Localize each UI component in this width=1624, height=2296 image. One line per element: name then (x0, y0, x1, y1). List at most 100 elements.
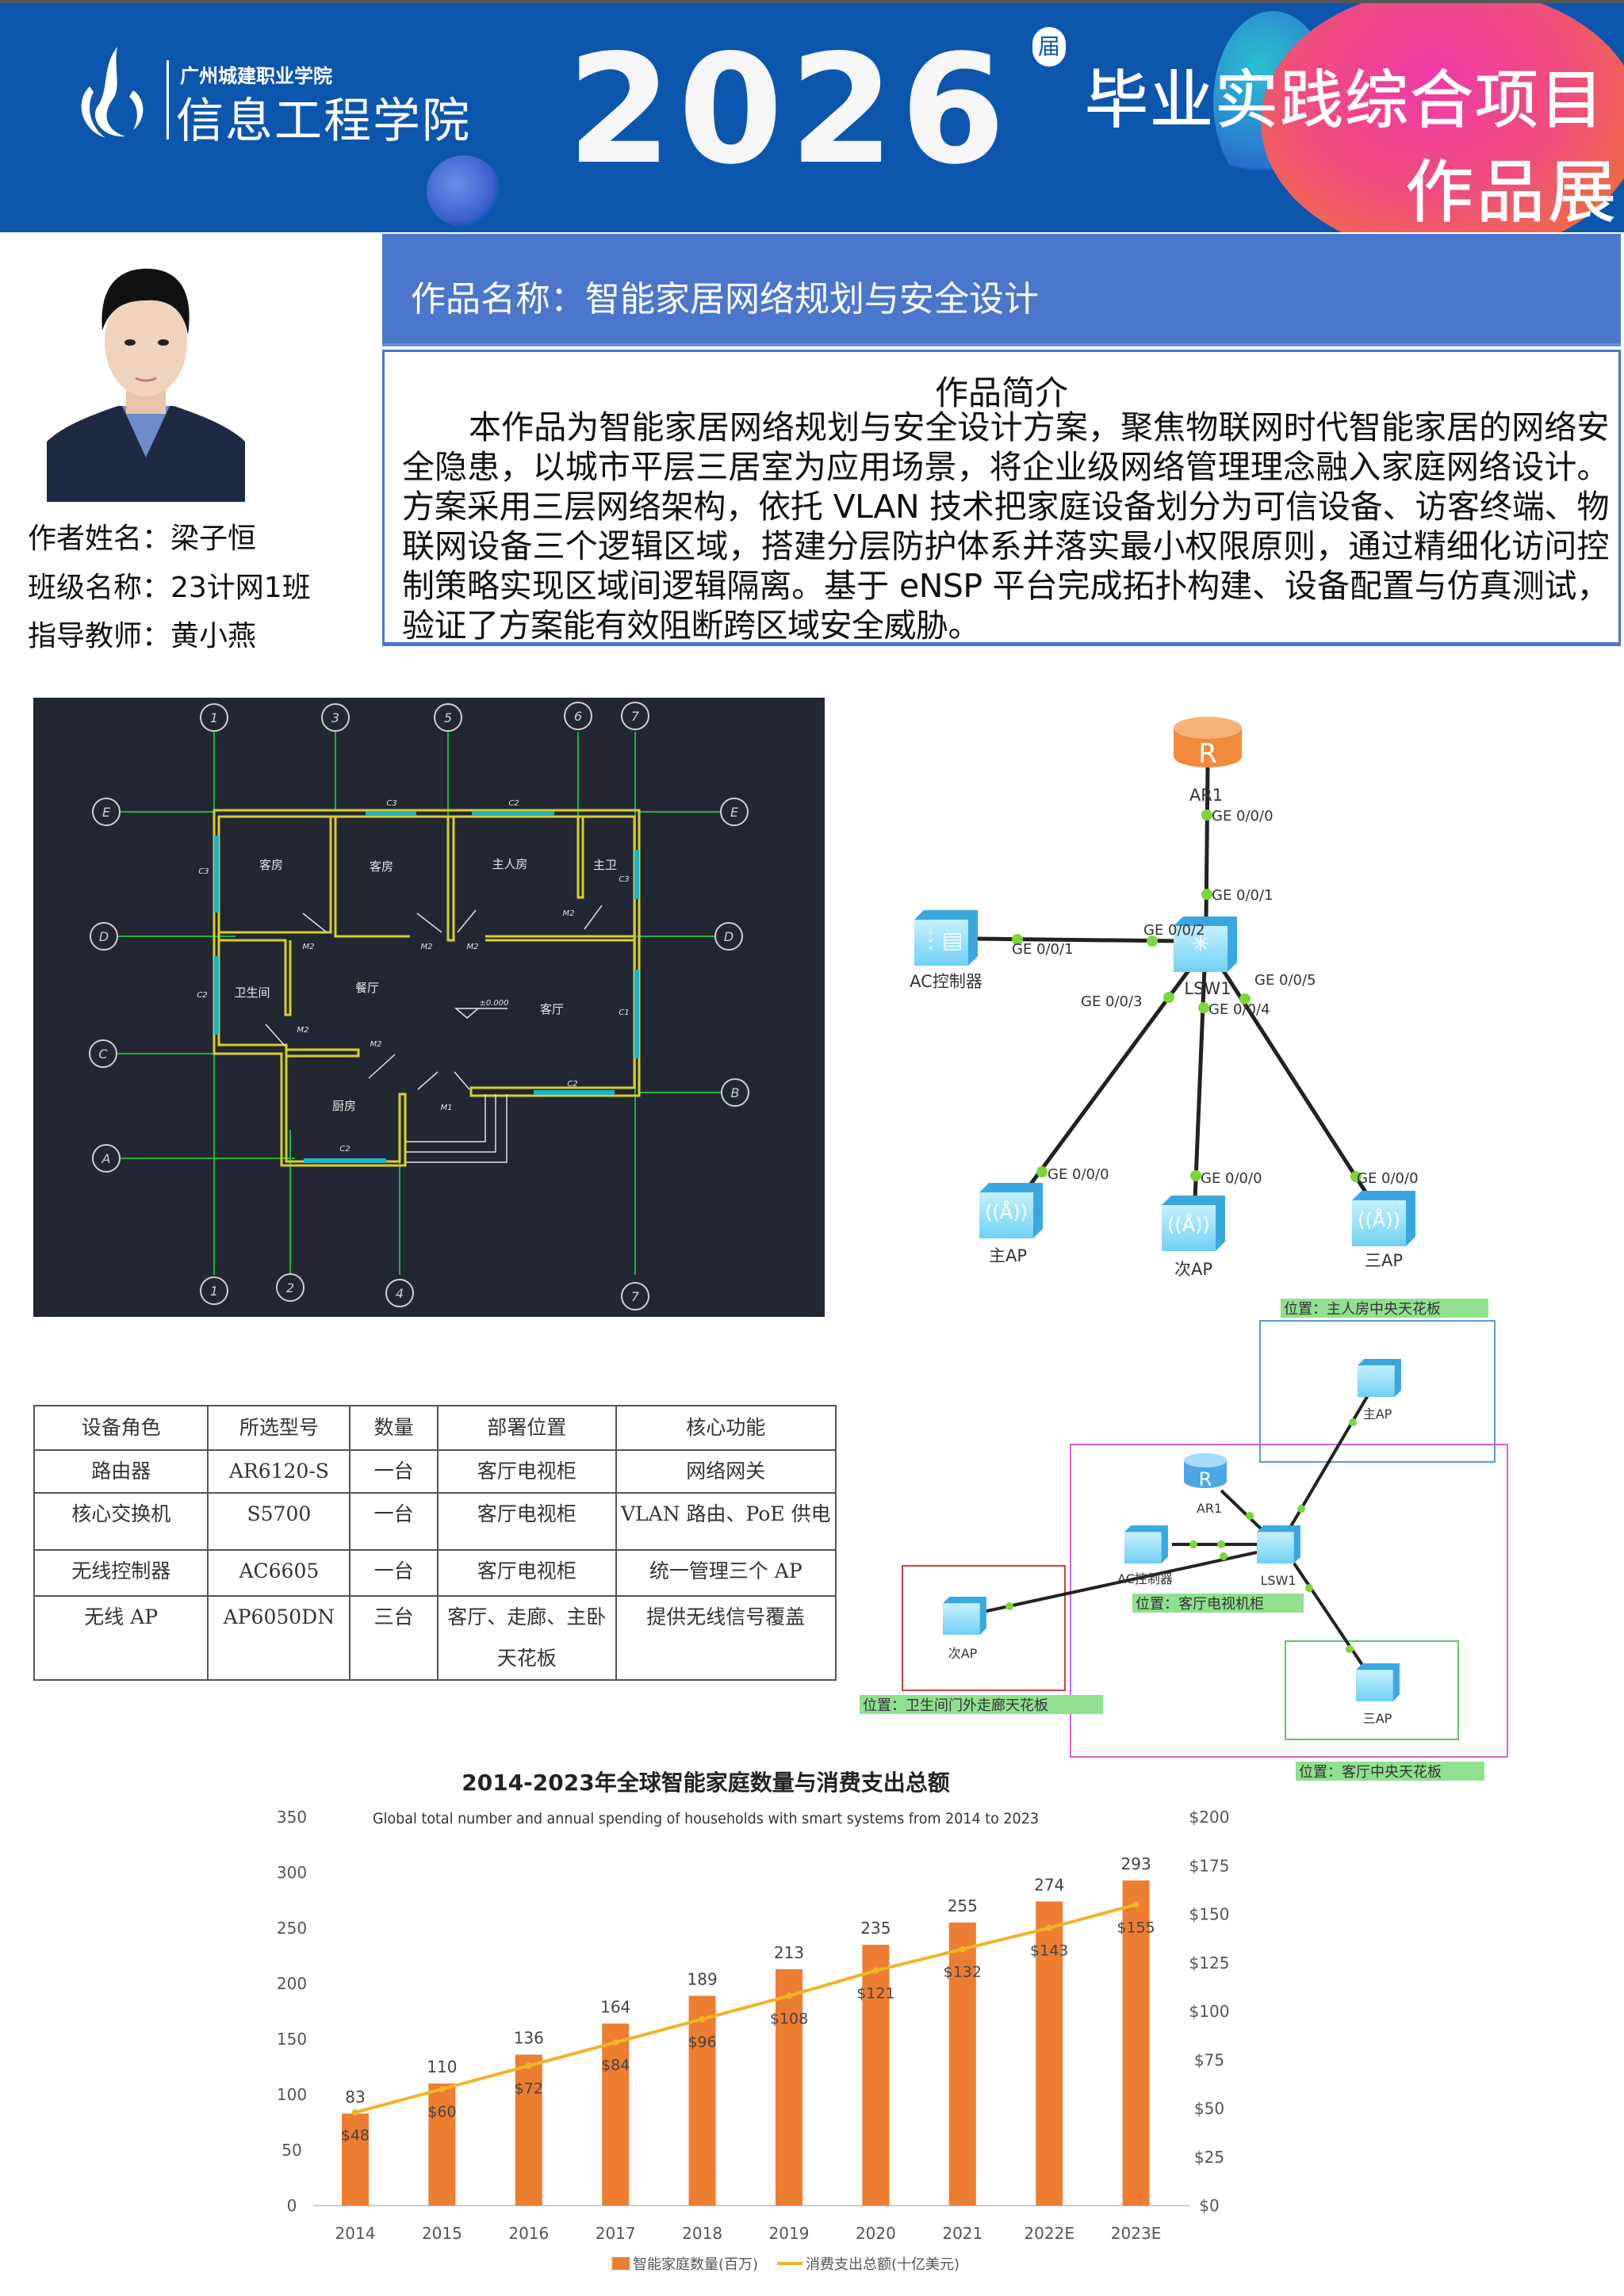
zone-boxes (902, 1320, 1508, 1758)
y-axis-left-tick: 200 (277, 1974, 307, 1993)
device-label: 主AP (1363, 1406, 1392, 1422)
device-label: LSW1 (1184, 979, 1231, 998)
x-axis-tick: 2020 (856, 2224, 896, 2243)
x-axis-tick: 2016 (508, 2224, 549, 2243)
work-intro-box: 作品简介 本作品为智能家居网络规划与安全设计方案，聚焦物联网时代智能家居的网络安… (382, 350, 1621, 646)
axis-label: 3 (331, 710, 339, 725)
y-axis-left-tick: 0 (287, 2196, 297, 2215)
svg-text:⋮▤: ⋮▤ (920, 927, 963, 953)
device-label: 主AP (989, 1246, 1027, 1265)
table-cell: S5700 (207, 1492, 351, 1551)
spending-point (1046, 1924, 1053, 1931)
chart-bar (602, 2023, 630, 2206)
x-axis-tick: 2014 (335, 2224, 376, 2243)
access-point-icon (1356, 1663, 1400, 1701)
bar-value-label: 83 (345, 2087, 365, 2107)
x-axis-tick: 2023E (1111, 2224, 1162, 2243)
svg-text:R: R (1199, 1468, 1212, 1490)
bar-value-label: 274 (1034, 1875, 1064, 1894)
table-cell: 网络网关 (615, 1449, 837, 1494)
topology1-links (975, 767, 1370, 1200)
legend-label-bars: 智能家庭数量(百万) (633, 2256, 758, 2273)
axis-label: 7 (631, 1289, 640, 1304)
project-title: 毕业实践综合项目 (1085, 63, 1605, 138)
work-title-bar: 作品名称：智能家居网络规划与安全设计 (382, 234, 1621, 346)
y-axis-left-tick: 350 (277, 1808, 307, 1827)
axis-label: 1 (210, 1284, 218, 1299)
access-point-icon: ((Å)) (1162, 1196, 1225, 1251)
window-mark: C3 (386, 799, 396, 808)
table-header: 核心功能 (615, 1405, 837, 1451)
smart-home-chart: 2014-2023年全球智能家庭数量与消费支出总额 Global total n… (277, 1770, 1230, 2273)
window-mark: C2 (339, 1145, 350, 1154)
axis-label: D (724, 929, 733, 944)
device-label: 次AP (1174, 1260, 1212, 1279)
legend-swatch-bars (612, 2257, 630, 2270)
svg-text:((Å)): ((Å)) (985, 1200, 1028, 1223)
axis-label: 2 (286, 1280, 294, 1295)
chart-bar (862, 1945, 890, 2206)
chart-bar (776, 1969, 802, 2206)
location-label-living: 位置：客厅中央天花板 (1299, 1764, 1442, 1781)
level-symbol-icon (454, 1008, 508, 1019)
spending-point (612, 2039, 619, 2046)
line-value-label: $108 (770, 2010, 808, 2027)
port-label: GE 0/0/0 (1201, 1170, 1262, 1187)
svg-text:((Å)): ((Å)) (1167, 1213, 1210, 1236)
spending-point (786, 1992, 792, 1999)
table-cell: 提供无线信号覆盖 (615, 1595, 837, 1681)
decor-blob-pink (1261, 3, 1624, 232)
author-photo (47, 251, 245, 502)
axis-label: B (731, 1085, 740, 1100)
table-cell: 客厅电视柜 (437, 1492, 617, 1551)
line-value-label: $121 (856, 1985, 894, 2003)
door-mark: M2 (297, 1026, 309, 1035)
bar-value-label: 136 (514, 2029, 544, 2048)
device-label: AR1 (1189, 786, 1223, 805)
table-cell: 三台 (349, 1595, 439, 1681)
table-cell: AR6120-S (207, 1449, 351, 1494)
school-name: 广州城建职业学院 (180, 65, 332, 87)
room-label: 餐厅 (355, 981, 379, 995)
table-cell: AC6605 (207, 1549, 351, 1597)
ac-controller-icon: ⋮▤ (914, 910, 978, 966)
table-cell: 一台 (349, 1492, 439, 1551)
axis-label: 1 (210, 710, 218, 725)
axis-label: 5 (444, 710, 452, 725)
y-axis-right-tick: $175 (1189, 1856, 1230, 1875)
header-banner: 广州城建职业学院 信息工程学院 2026 届 毕业实践综合项目 作品展 (0, 0, 1624, 232)
door-swings (265, 905, 603, 1163)
room-label: 客房 (370, 859, 393, 874)
device-label: 次AP (948, 1646, 978, 1661)
location-label-corridor: 位置：卫生间门外走廊天花板 (863, 1697, 1048, 1714)
axis-label: 6 (574, 709, 582, 724)
window-mark: C3 (198, 867, 209, 876)
chart-bar (1122, 1880, 1150, 2206)
y-axis-right-tick: $100 (1189, 2002, 1230, 2021)
y-axis-left-tick: 50 (282, 2141, 301, 2160)
room-label: 主人房 (492, 857, 527, 871)
spending-point (439, 2086, 446, 2092)
axis-label: C (98, 1047, 108, 1062)
teacher-name: 指导教师：黄小燕 (28, 620, 257, 652)
svg-text:✳: ✳ (1191, 931, 1209, 957)
x-axis-tick: 2021 (942, 2224, 982, 2243)
svg-text:((Å)): ((Å)) (1358, 1208, 1400, 1231)
logo-divider (167, 60, 169, 140)
device-label: AC控制器 (910, 972, 982, 991)
device-label: LSW1 (1260, 1573, 1296, 1588)
device-label: AR1 (1197, 1501, 1222, 1516)
topology1-port-dots (1012, 809, 1362, 1182)
axis-label: E (730, 805, 739, 820)
switch-icon (1257, 1525, 1300, 1563)
level-mark: ±0.000 (479, 999, 508, 1008)
router-icon: R (1174, 717, 1242, 770)
spending-point (1132, 1901, 1139, 1908)
bar-value-label: 213 (774, 1943, 804, 1962)
year-suffix-badge: 届 (1032, 27, 1066, 67)
intro-text: 本作品为智能家居网络规划与安全设计方案，聚焦物联网时代智能家居的网络安全隐患，以… (402, 408, 1610, 645)
window-mark: C3 (619, 875, 629, 884)
router-icon: R (1184, 1453, 1227, 1490)
